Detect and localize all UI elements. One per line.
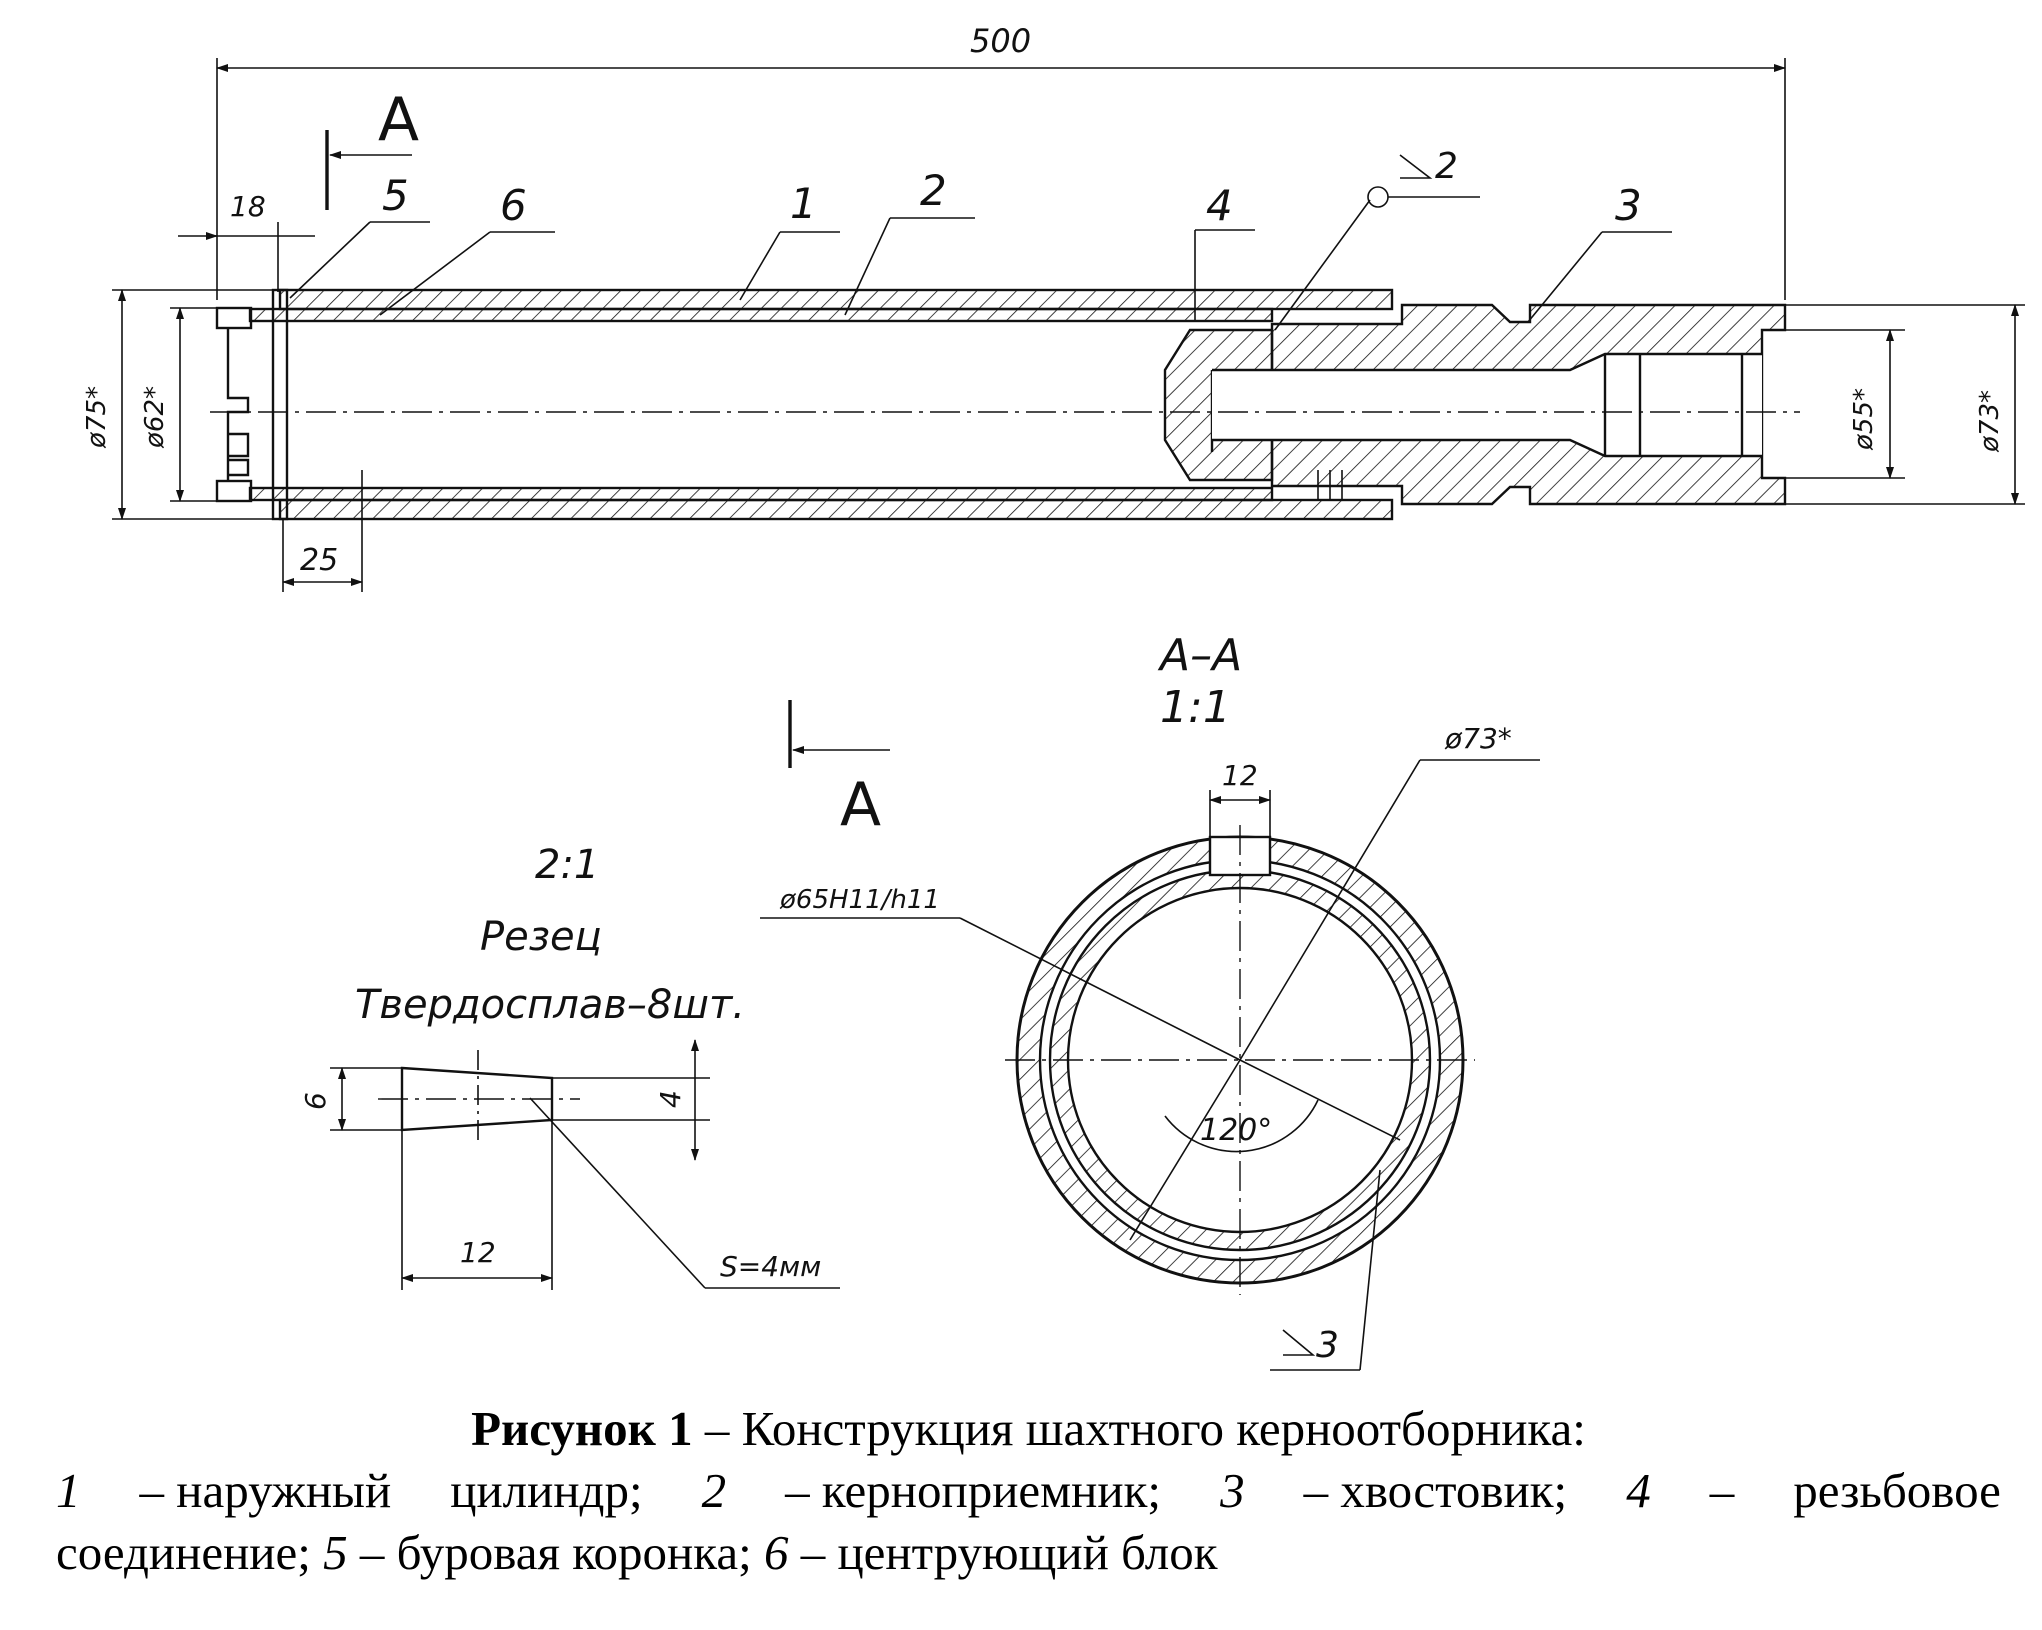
section-title: А–А	[1157, 630, 1242, 681]
figure-caption: Рисунок 1 – Конструкция шахтного керноот…	[56, 1398, 2001, 1584]
callout-5: 5	[382, 171, 409, 220]
dim-overall-length: 500	[970, 22, 1031, 60]
dim-d62: ø62*	[140, 386, 170, 449]
section-width-12: 12	[1222, 759, 1258, 792]
detail-scale: 2:1	[535, 842, 599, 888]
callout-3: 3	[1615, 181, 1642, 230]
detail-height-4: 4	[654, 1090, 687, 1108]
roughness-top: 2	[1435, 146, 1458, 187]
legend-text-4a: –	[1709, 1463, 1735, 1518]
cutter-detail: 2:1 Резец Твердосплав–8шт. 6 4 12 S=4мм	[299, 842, 840, 1290]
caption-line-3: соединение; 5 – буровая коронка; 6 – цен…	[56, 1522, 2001, 1584]
legend-num-1: 1	[56, 1463, 81, 1518]
longitudinal-view: 500 А 18	[82, 22, 2025, 592]
legend-num-3: 3	[1220, 1463, 1245, 1518]
detail-name: Резец	[480, 914, 602, 960]
legend-text-1b: цилиндр;	[450, 1463, 643, 1518]
section-mark-top: А	[378, 85, 419, 155]
legend-num-5: 5	[323, 1525, 348, 1580]
legend-text-2: – керноприемник;	[785, 1463, 1162, 1518]
section-mark-bottom: А	[840, 770, 881, 840]
legend-num-4: 4	[1626, 1463, 1651, 1518]
figure-title: – Конструкция шахтного керноотборника:	[692, 1401, 1586, 1456]
detail-height-6: 6	[299, 1092, 332, 1110]
section-a-a: А А–А 1:1 12 ø73* ø65H11/h11 120°	[760, 630, 1540, 1371]
dim-d75: ø75*	[82, 386, 112, 449]
legend-text-6: – центрующий блок	[788, 1525, 1218, 1580]
legend-num-6: 6	[763, 1525, 789, 1580]
dim-d55: ø55*	[1849, 388, 1879, 451]
legend-text-1a: – наружный	[139, 1463, 392, 1518]
detail-thickness: S=4мм	[720, 1250, 821, 1283]
caption-line-2: 1 – наружный цилиндр; 2 – керноприемник;…	[56, 1460, 2001, 1522]
legend-text-4c: соединение;	[56, 1525, 324, 1580]
caption-line-1: Рисунок 1 – Конструкция шахтного керноот…	[56, 1398, 2001, 1460]
section-scale: 1:1	[1160, 682, 1231, 733]
section-d65: ø65H11/h11	[779, 885, 940, 915]
legend-text-5: – буровая коронка;	[347, 1525, 764, 1580]
detail-material: Твердосплав–8шт.	[355, 982, 745, 1028]
detail-width-12: 12	[460, 1236, 496, 1269]
figure-label: Рисунок 1	[471, 1401, 693, 1456]
roughness-bottom: 3	[1316, 1325, 1339, 1366]
section-angle-120: 120°	[1200, 1113, 1272, 1148]
legend-text-4b: резьбовое	[1793, 1463, 2001, 1518]
callout-6: 6	[500, 181, 527, 230]
callout-4: 4	[1206, 181, 1233, 230]
drawing-canvas: 500 А 18	[82, 22, 2025, 1371]
dim-25: 25	[300, 543, 338, 578]
legend-num-2: 2	[701, 1463, 727, 1518]
legend-text-3: – хвостовик;	[1303, 1463, 1568, 1518]
callout-2: 2	[920, 166, 947, 215]
dim-d73-side: ø73*	[1975, 390, 2005, 453]
section-d73: ø73*	[1444, 722, 1512, 755]
callout-1: 1	[790, 179, 817, 228]
dim-18: 18	[230, 190, 266, 223]
